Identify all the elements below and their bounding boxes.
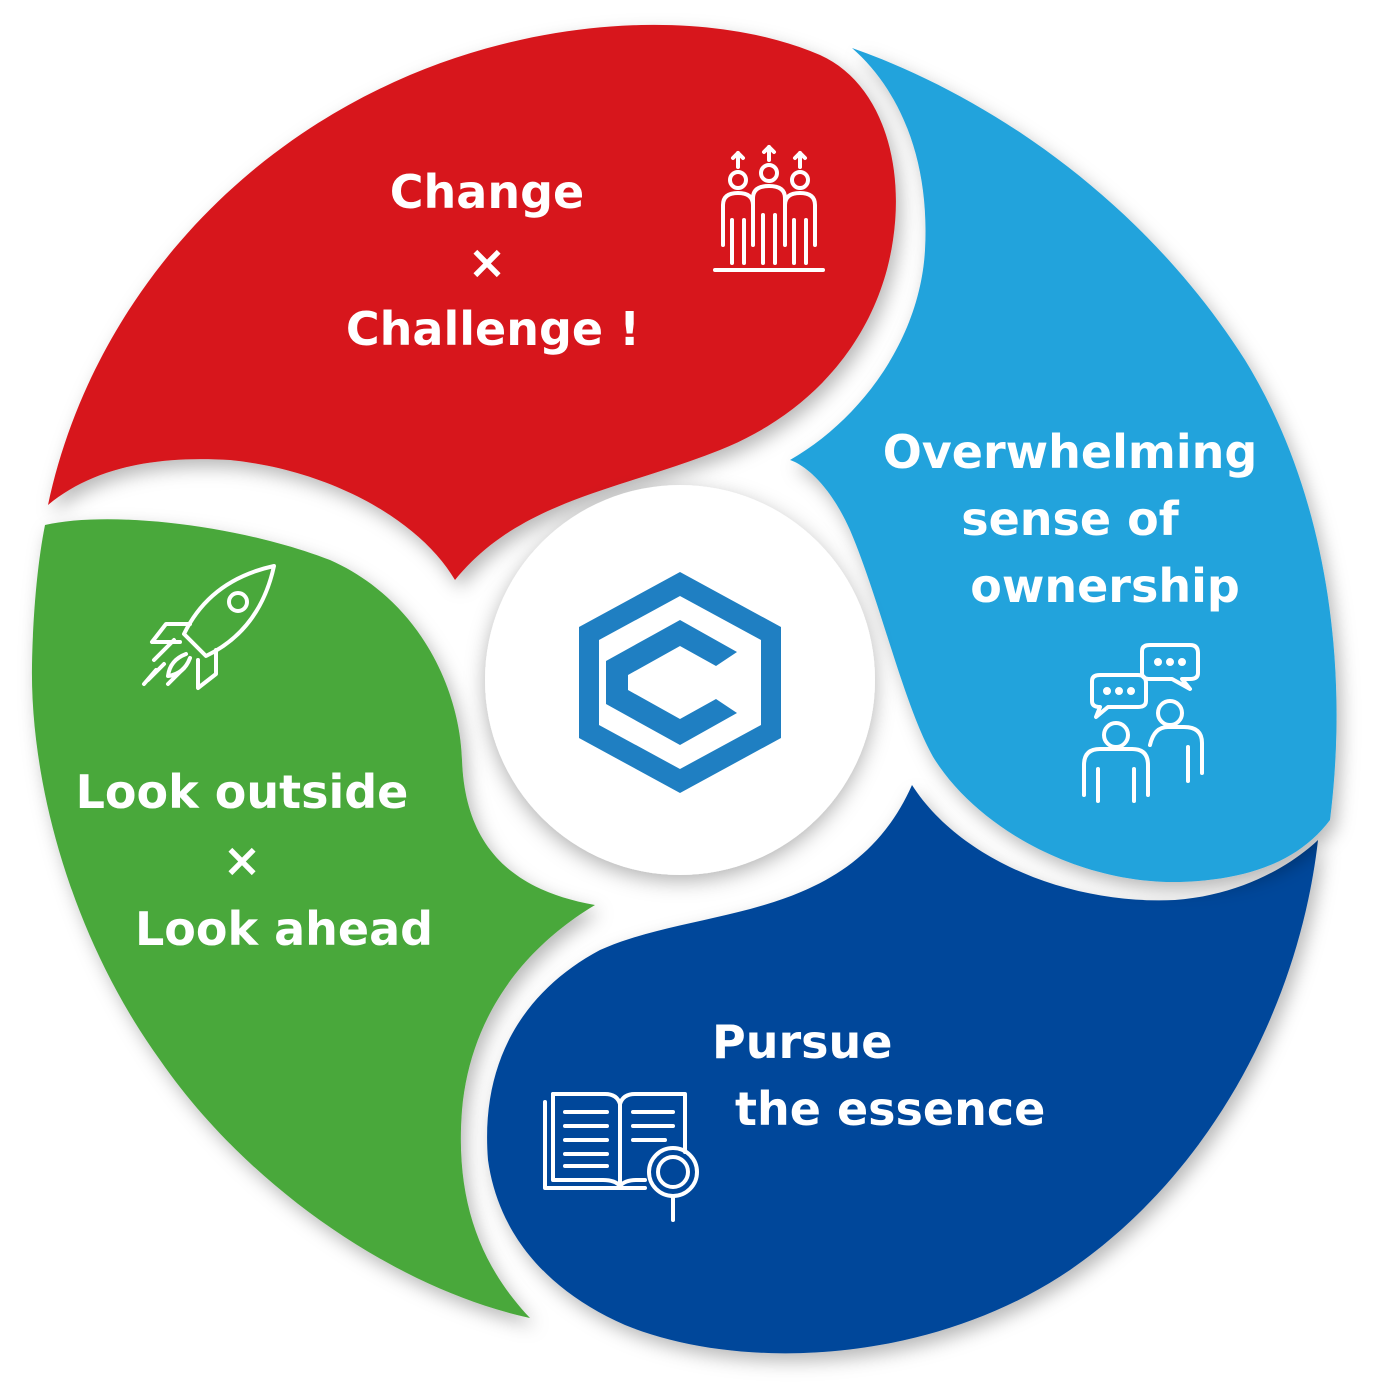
segment-green-label: Look outside × Look ahead [76, 765, 433, 956]
rocket-icon [142, 564, 276, 690]
segment-dark-blue-line-1: Pursue [712, 1015, 892, 1069]
people-growth-icon [713, 145, 825, 272]
segment-red-shape [48, 24, 896, 580]
segment-light-blue-label: Overwhelming sense of ownership [883, 425, 1274, 613]
book-magnifier-icon [543, 1092, 699, 1222]
segment-green-line-2: × [223, 833, 262, 887]
people-discussion-icon [1082, 643, 1204, 803]
segment-green-line-1: Look outside [76, 765, 409, 819]
segment-dark-blue-line-2: the essence [735, 1082, 1045, 1136]
segment-dark-blue-shape [487, 785, 1318, 1354]
segment-red-line-2: × [468, 235, 507, 289]
hexagon-c-logo [579, 572, 781, 793]
segment-red-label: Change × Challenge ! [346, 165, 640, 356]
segment-light-blue-line-2: sense of [961, 492, 1180, 546]
segment-red-line-1: Change [390, 165, 584, 219]
segment-dark-blue-label: Pursue the essence [712, 1015, 1045, 1136]
segment-light-blue-line-1: Overwhelming [883, 425, 1258, 479]
segment-red-line-3: Challenge ! [346, 302, 640, 356]
segment-green-shape [31, 519, 595, 1318]
segment-light-blue-line-3: ownership [970, 559, 1240, 613]
segment-green-line-3: Look ahead [135, 902, 433, 956]
